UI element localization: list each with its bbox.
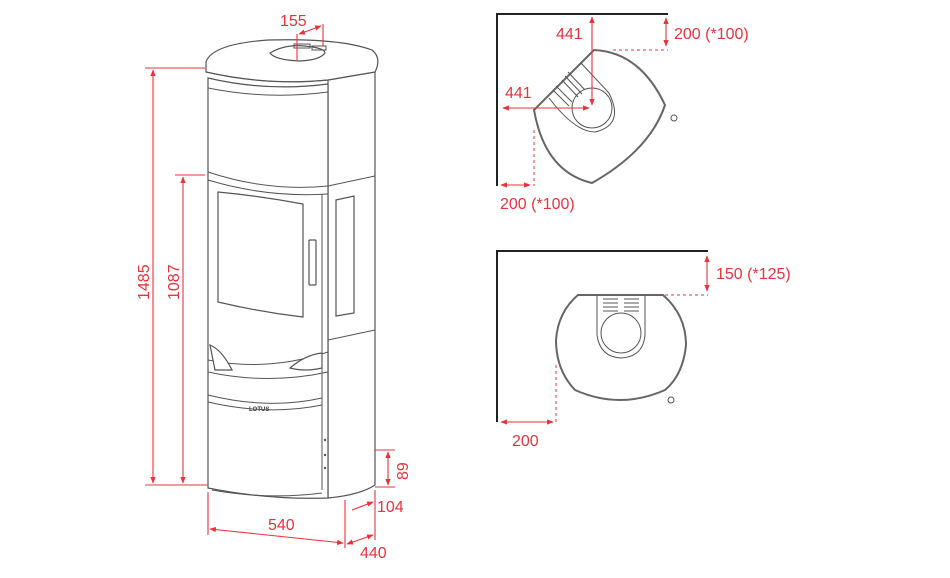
grille-icon: [552, 71, 586, 107]
stove-outline-corner: [532, 48, 667, 185]
front-dimensions: 1485 1087 155 540 440 104 89: [136, 13, 412, 562]
grille-icon: [293, 43, 311, 49]
wall-corner: [496, 13, 668, 186]
corner-installation-plan: 441 441 200 (*100) 200 (*100): [496, 13, 749, 213]
width-label: 540: [268, 517, 295, 534]
flue-offset-label: 155: [280, 13, 307, 30]
grille-icon: [603, 298, 639, 312]
rear-clearance-label: 150 (*125): [716, 266, 791, 283]
door-handle[interactable]: [308, 239, 317, 286]
side-glass: [335, 195, 355, 317]
clearance-left-label: 200 (*100): [500, 196, 575, 213]
flue-x-label: 441: [505, 85, 532, 102]
stove-outline-wall: [554, 294, 688, 401]
left-vent: [209, 344, 233, 371]
stove-glass-window: [217, 191, 304, 318]
side-clearance-label: 200: [512, 433, 539, 450]
flue-y-label: 441: [556, 26, 583, 43]
stove-front-view: LOTUS: [205, 39, 379, 499]
total-height-label: 1485: [136, 264, 153, 300]
base-height-label: 89: [395, 462, 412, 480]
clearance-top-label: 200 (*100): [674, 26, 749, 43]
door-height-label: 1087: [166, 264, 183, 300]
wall-installation-plan: 150 (*125) 200: [496, 250, 791, 450]
flue-circle: [600, 312, 642, 354]
knob-icon: [670, 114, 678, 122]
depth-label: 440: [360, 545, 387, 562]
right-vent: [288, 352, 323, 371]
brand-logo: LOTUS: [249, 407, 269, 413]
side-offset-label: 104: [377, 499, 404, 516]
knob-icon: [667, 396, 675, 404]
wall-rear: [496, 250, 708, 422]
